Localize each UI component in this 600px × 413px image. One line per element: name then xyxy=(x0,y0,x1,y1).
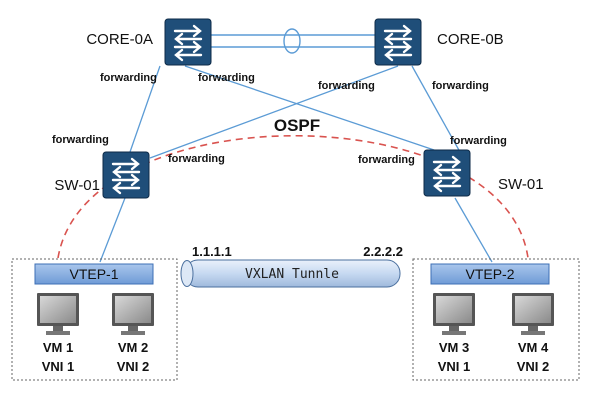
vtep-2: VTEP-2 VM 3 VNI 1 VM 4 VNI 2 xyxy=(430,263,554,374)
core-interconnect xyxy=(210,28,375,54)
link-label-forwarding: forwarding xyxy=(198,72,255,84)
vtep-badge xyxy=(34,263,154,285)
switch-sw-01-left: SW-01 xyxy=(54,150,151,200)
vm-name: VM 1 xyxy=(43,340,73,355)
switch-core-0b: CORE-0B xyxy=(373,17,504,67)
link-swleft-vtep1 xyxy=(99,197,126,263)
switch-label-core-0b: CORE-0B xyxy=(437,31,504,48)
link-corea-swright xyxy=(184,65,441,153)
switch-sw-01-right: SW-01 xyxy=(422,148,544,198)
vtep-1: VTEP-1 VM 1 VNI 1 VM 2 VNI 2 xyxy=(34,263,154,374)
vm-monitor-icon xyxy=(433,293,475,335)
link-label-forwarding: forwarding xyxy=(168,153,225,165)
vm-vni: VNI 1 xyxy=(438,359,471,374)
vm-name: VM 4 xyxy=(518,340,549,355)
vm-name: VM 3 xyxy=(439,340,469,355)
vm-monitor-icon xyxy=(112,293,154,335)
link-label-forwarding: forwarding xyxy=(358,154,415,166)
link-label-forwarding: forwarding xyxy=(432,80,489,92)
tunnel-ip-right: 2.2.2.2 xyxy=(363,244,403,259)
switch-icon xyxy=(373,17,423,67)
switch-label-sw-left: SW-01 xyxy=(54,177,100,194)
protocol-label-ospf: OSPF xyxy=(274,116,320,135)
switch-core-0a: CORE-0A xyxy=(86,17,213,67)
switch-icon xyxy=(101,150,151,200)
vtep-label: VTEP-1 xyxy=(69,266,118,282)
tunnel-end-left xyxy=(180,260,194,287)
switch-label-sw-right: SW-01 xyxy=(498,176,544,193)
vm-vni: VNI 2 xyxy=(517,359,550,374)
uplinks xyxy=(99,65,493,263)
tunnel-label: VXLAN Tunnle xyxy=(245,267,339,282)
vm-vni: VNI 2 xyxy=(117,359,150,374)
link-label-forwarding: forwarding xyxy=(318,80,375,92)
link-aggregation-ring xyxy=(283,28,301,54)
link-swright-vtep2 xyxy=(454,197,493,263)
vtep-badge xyxy=(430,263,550,285)
host-group-left xyxy=(11,258,178,381)
link-label-forwarding: forwarding xyxy=(52,134,109,146)
link-coreb-swleft xyxy=(149,65,399,159)
link-label-forwarding: forwarding xyxy=(450,135,507,147)
host-group-right xyxy=(412,258,580,381)
vtep-label: VTEP-2 xyxy=(465,266,514,282)
switch-icon xyxy=(163,17,213,67)
vm-name: VM 2 xyxy=(118,340,148,355)
vm-monitor-icon xyxy=(512,293,554,335)
vxlan-tunnel: VXLAN Tunnle 1.1.1.1 2.2.2.2 xyxy=(180,244,403,288)
switch-label-core-0a: CORE-0A xyxy=(86,31,153,48)
tunnel-ip-left: 1.1.1.1 xyxy=(192,244,232,259)
link-coreb-swright xyxy=(411,65,461,153)
vm-monitor-icon xyxy=(37,293,79,335)
link-label-forwarding: forwarding xyxy=(100,72,157,84)
vm-vni: VNI 1 xyxy=(42,359,75,374)
link-corea-swleft xyxy=(129,65,161,153)
switch-icon xyxy=(422,148,472,198)
